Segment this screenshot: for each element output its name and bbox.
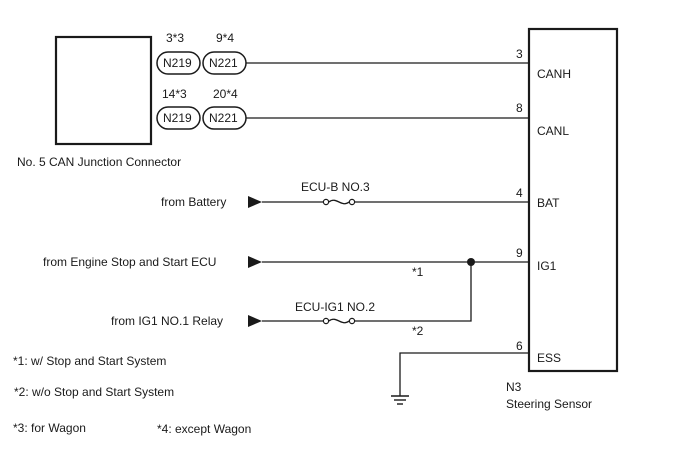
fuse-ecuig1-icon xyxy=(328,318,350,324)
pin-number: 8 xyxy=(516,101,523,115)
wire-note-2: *2 xyxy=(412,324,424,338)
fuse-ecub-terminal-right xyxy=(348,198,356,206)
wire-note-1: *1 xyxy=(412,265,424,279)
connector-pin-label: 3*3 xyxy=(166,31,184,45)
can-junction-connector-box xyxy=(54,35,153,146)
source-battery: from Battery xyxy=(161,195,226,209)
relay-wire-to-splice xyxy=(355,262,472,322)
fuse-ecuig1-label: ECU-IG1 NO.2 xyxy=(295,300,375,314)
sensor-code: N3 xyxy=(506,380,522,394)
pin-label-bat: BAT xyxy=(537,196,560,210)
footnote-4: *4: except Wagon xyxy=(157,422,251,436)
ess-ground-wire xyxy=(399,352,529,396)
engine-ecu-arrow-icon xyxy=(248,256,262,268)
fuse-ecuig1-terminal-left xyxy=(322,317,330,325)
connector-name: N221 xyxy=(209,111,238,125)
connector-pin-label: 9*4 xyxy=(216,31,234,45)
pin-number: 6 xyxy=(516,339,523,353)
ig1-relay-arrow-icon xyxy=(248,315,262,327)
connector-n219-canh xyxy=(156,51,201,75)
pin-label-canl: CANL xyxy=(537,124,569,138)
pin-number: 3 xyxy=(516,47,523,61)
steering-sensor-box xyxy=(527,27,619,373)
connector-name: N219 xyxy=(163,111,192,125)
fuse-ecuig1-terminal-right xyxy=(348,317,356,325)
pin-label-ig1: IG1 xyxy=(537,259,557,273)
can-junction-connector-caption: No. 5 CAN Junction Connector xyxy=(17,155,181,169)
connector-name: N221 xyxy=(209,56,238,70)
footnote-2: *2: w/o Stop and Start System xyxy=(14,385,174,399)
connector-name: N219 xyxy=(163,56,192,70)
sensor-name: Steering Sensor xyxy=(506,397,592,411)
pin-number: 4 xyxy=(516,186,523,200)
source-ig1-relay: from IG1 NO.1 Relay xyxy=(111,314,223,328)
connector-pin-label: 20*4 xyxy=(213,87,238,101)
fuse-ecub-icon xyxy=(328,199,350,205)
pin-number: 9 xyxy=(516,246,523,260)
connector-n219-canl xyxy=(156,106,201,130)
source-engine-ecu: from Engine Stop and Start ECU xyxy=(43,255,216,269)
pin-label-ess: ESS xyxy=(537,351,561,365)
footnote-1: *1: w/ Stop and Start System xyxy=(13,354,166,368)
battery-arrow-icon xyxy=(248,196,262,208)
connector-pin-label: 14*3 xyxy=(162,87,187,101)
fuse-ecub-terminal-left xyxy=(322,198,330,206)
pin-label-canh: CANH xyxy=(537,67,571,81)
fuse-ecub-label: ECU-B NO.3 xyxy=(301,180,370,194)
footnote-3: *3: for Wagon xyxy=(13,421,86,435)
